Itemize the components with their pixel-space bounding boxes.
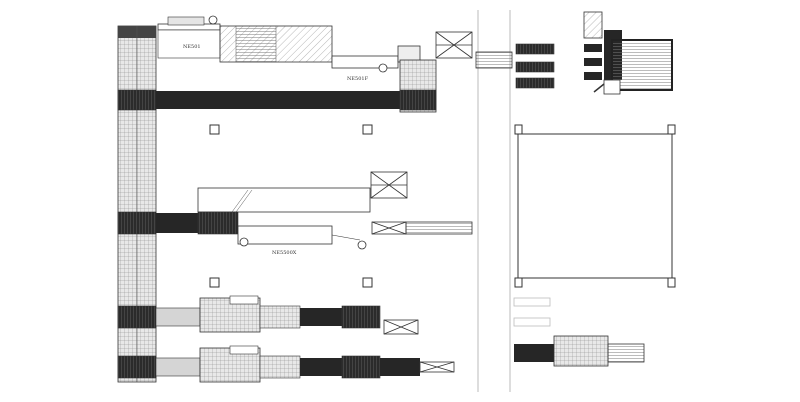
center-right-conveyor xyxy=(475,51,513,69)
top-right-unit xyxy=(397,45,421,63)
label-ne5500x: NE5500X xyxy=(272,250,297,256)
top-right-machine-block xyxy=(583,11,673,95)
large-area-frame xyxy=(517,133,673,279)
marker-4 xyxy=(362,277,373,288)
label-ne501: NE501 xyxy=(183,44,201,50)
production-line-2 xyxy=(117,345,455,383)
middle-outfeed xyxy=(371,221,473,235)
top-right-roller-icon xyxy=(378,63,388,73)
rack-1 xyxy=(515,43,555,55)
marker-2 xyxy=(362,124,373,135)
reference-lines xyxy=(477,10,511,392)
storage-racks xyxy=(515,43,555,89)
top-feeder xyxy=(167,16,205,26)
empty-bay-2 xyxy=(370,171,408,199)
rack-2 xyxy=(515,61,555,73)
empty-bay-3 xyxy=(383,319,419,335)
empty-bays xyxy=(370,31,473,335)
conveyor-line-1 xyxy=(117,89,437,111)
left-transfer-column xyxy=(117,25,157,383)
middle-press xyxy=(197,187,371,213)
marker-1 xyxy=(209,124,220,135)
conveyor-1-belt xyxy=(156,91,400,109)
marker-3 xyxy=(209,277,220,288)
top-feeder-roller-icon xyxy=(208,15,218,25)
rack-3 xyxy=(515,77,555,89)
conveyor-2-belt xyxy=(156,213,198,233)
production-line-1 xyxy=(117,295,381,333)
bottom-right-belt xyxy=(514,344,554,362)
middle-roller-left-icon xyxy=(239,237,249,247)
label-ne501f: NE501F xyxy=(347,76,369,82)
top-right-conveyor xyxy=(331,55,399,69)
empty-bay-1 xyxy=(435,31,473,59)
large-area xyxy=(514,124,676,288)
middle-machine-group: NE5500X xyxy=(117,187,473,256)
bottom-right-machine xyxy=(553,335,609,367)
middle-roller-right-icon xyxy=(357,240,367,250)
top-right-machine xyxy=(611,39,673,91)
column-markers xyxy=(209,124,373,288)
bottom-right-lines xyxy=(513,297,645,367)
middle-conveyor xyxy=(237,225,333,245)
